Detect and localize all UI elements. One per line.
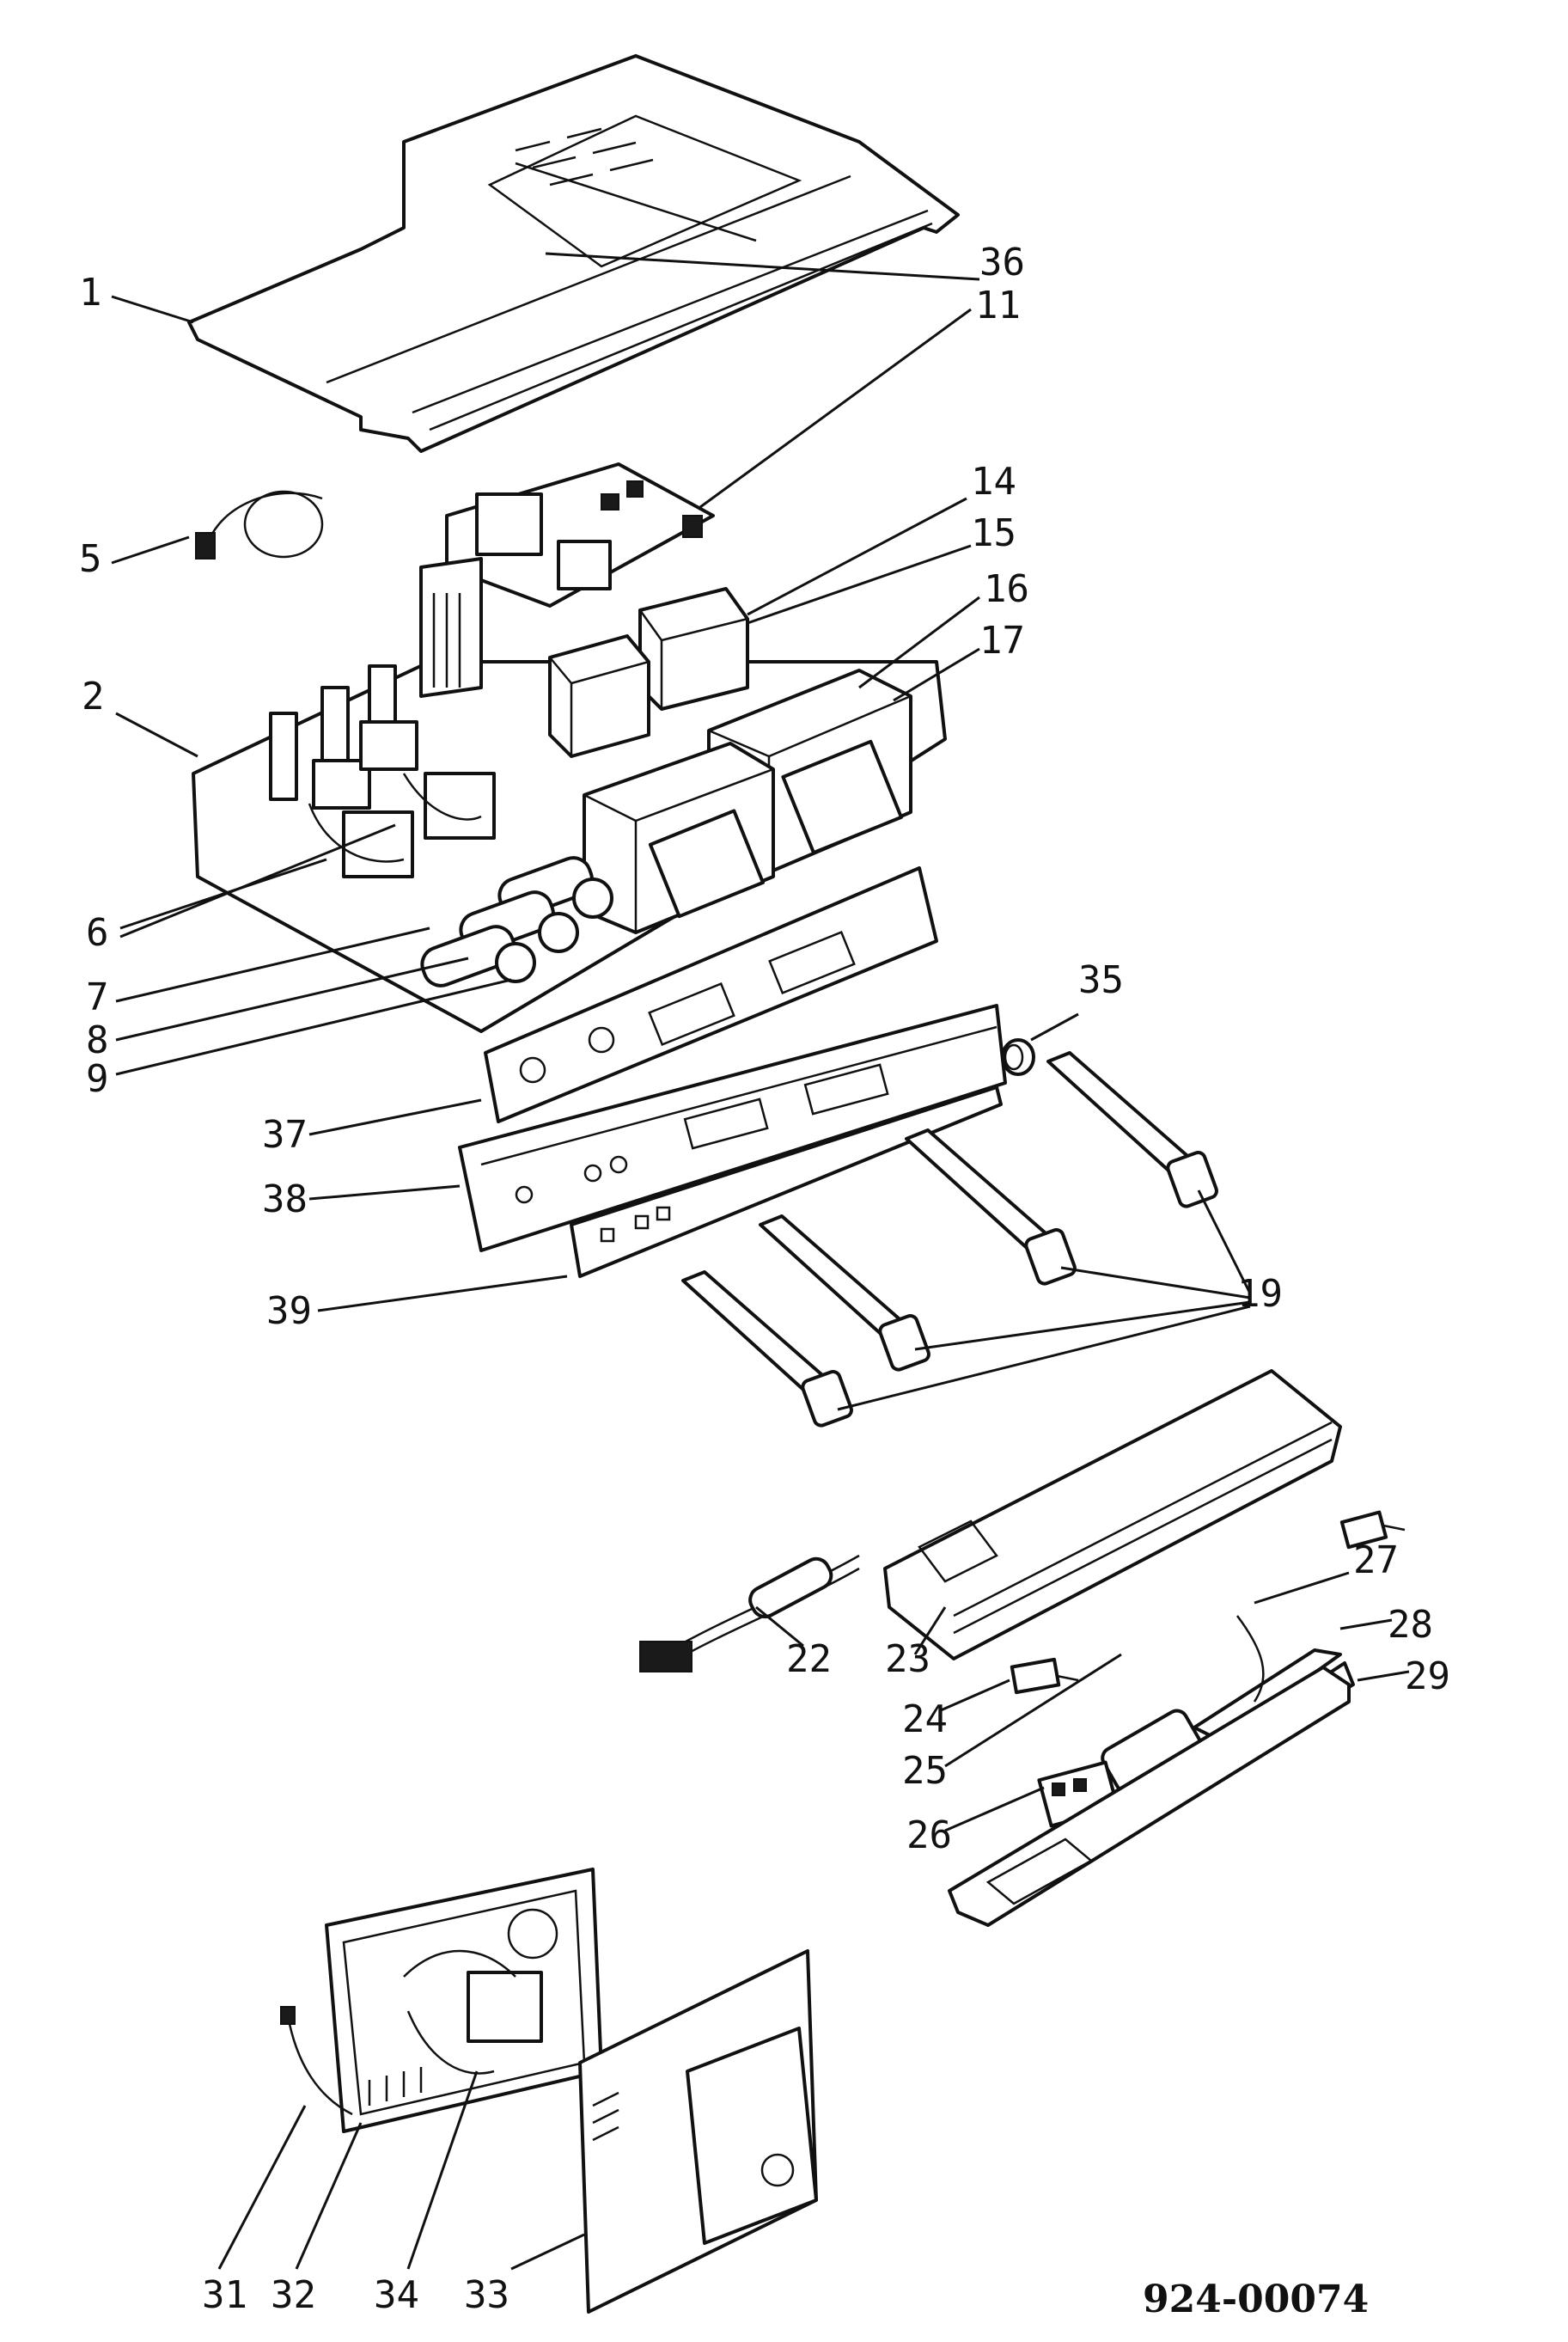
part-22-cable-connector [639, 1554, 860, 1672]
callout-27: 27 [1353, 1538, 1399, 1582]
part-33-cover-box [578, 1949, 818, 2314]
callout-28: 28 [1388, 1603, 1433, 1647]
part-35-knob [1001, 1038, 1035, 1076]
part-1-top-cover [187, 54, 960, 453]
callout-24: 24 [902, 1697, 948, 1741]
callout-36: 36 [979, 241, 1025, 284]
callout-15: 15 [971, 511, 1016, 555]
part-19-lamp-holders [681, 1051, 1218, 1428]
part-5-cable [195, 490, 324, 560]
parts-7-8-9-capacitors [420, 856, 613, 988]
callout-11: 11 [975, 284, 1021, 327]
part-17-transformer [583, 742, 775, 934]
part-15-relay [548, 634, 650, 758]
drawing-reference-number: 924-00074 [1143, 2278, 1369, 2321]
callout-17: 17 [979, 619, 1025, 663]
callout-23: 23 [885, 1637, 930, 1681]
callout-32: 32 [271, 2273, 316, 2317]
callout-16: 16 [984, 567, 1029, 611]
callout-5: 5 [79, 537, 102, 581]
callout-9: 9 [86, 1057, 109, 1101]
callout-38: 38 [262, 1177, 308, 1221]
callout-33: 33 [464, 2273, 509, 2317]
part-38-front-bezel [458, 1004, 1007, 1252]
callout-14: 14 [971, 460, 1016, 504]
leader-lines [111, 252, 1410, 2271]
callout-labels: 1 2 5 6 7 8 9 11 14 15 16 17 19 22 23 24… [79, 241, 1450, 2317]
callout-29: 29 [1405, 1654, 1450, 1698]
callout-7: 7 [86, 975, 109, 1019]
callout-1: 1 [79, 271, 102, 315]
callout-37: 37 [262, 1113, 308, 1157]
callout-25: 25 [902, 1749, 948, 1793]
part-23-upper-housing [883, 1369, 1342, 1660]
part-37-front-panel [484, 866, 938, 1123]
callout-19: 19 [1237, 1272, 1283, 1316]
part-34-power-supply-box [325, 1868, 603, 2133]
part-11-circuit-board [445, 462, 715, 608]
callout-35: 35 [1078, 958, 1124, 1002]
callout-8: 8 [86, 1018, 109, 1062]
part-14-relay [638, 587, 749, 711]
callout-34: 34 [374, 2273, 419, 2317]
callout-22: 22 [786, 1637, 832, 1681]
part-6-ballasts [308, 720, 496, 878]
part-24-connector [1010, 1657, 1079, 1695]
callout-6: 6 [86, 911, 109, 955]
part-29-lower-tray [948, 1666, 1351, 1927]
callout-2: 2 [82, 675, 105, 718]
callout-31: 31 [202, 2273, 247, 2317]
part-connector-right [1339, 1510, 1406, 1550]
callout-39: 39 [266, 1289, 312, 1333]
part-31-cable [280, 2006, 353, 2116]
callout-26: 26 [906, 1813, 952, 1857]
part-39-switch-strip [570, 1085, 1003, 1278]
